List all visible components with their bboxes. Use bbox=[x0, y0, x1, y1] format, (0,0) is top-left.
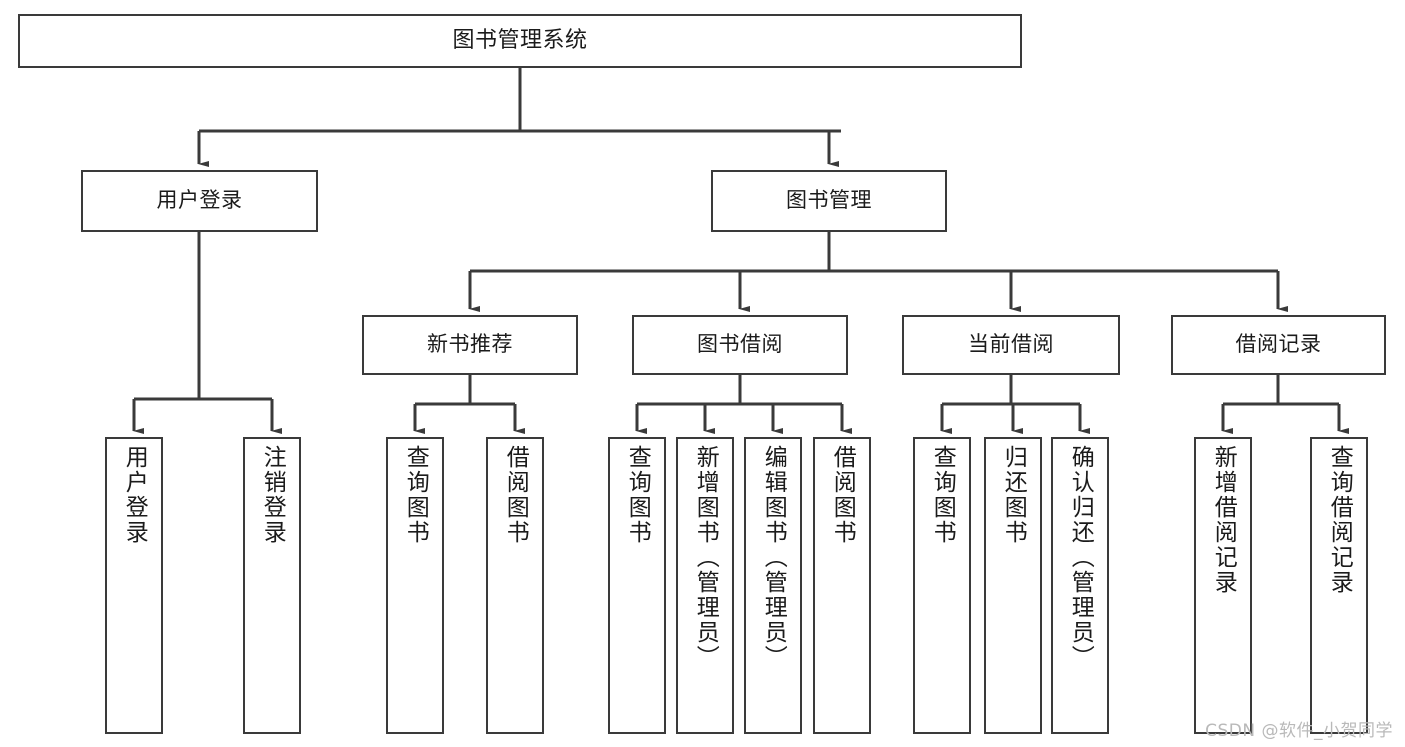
node-leaf-borrow-book-1[interactable]: 借阅图书 bbox=[486, 437, 544, 734]
node-new-book-recommend[interactable]: 新书推荐 bbox=[362, 315, 578, 375]
node-leaf-edit-book-label: 编辑图书（管理员） bbox=[760, 445, 787, 670]
node-leaf-query-record[interactable]: 查询借阅记录 bbox=[1310, 437, 1368, 734]
node-leaf-return-book-label: 归还图书 bbox=[1000, 445, 1027, 545]
node-leaf-logout-login[interactable]: 注销登录 bbox=[243, 437, 301, 734]
node-leaf-add-book[interactable]: 新增图书（管理员） bbox=[676, 437, 734, 734]
node-leaf-query-book-3-label: 查询图书 bbox=[929, 445, 956, 545]
node-leaf-query-book-1-label: 查询图书 bbox=[402, 445, 429, 545]
node-borrow-record[interactable]: 借阅记录 bbox=[1171, 315, 1386, 375]
node-root-label: 图书管理系统 bbox=[452, 27, 588, 53]
node-leaf-add-book-label: 新增图书（管理员） bbox=[692, 445, 719, 670]
node-leaf-query-book-2-label: 查询图书 bbox=[624, 445, 651, 545]
node-current-borrow-label: 当前借阅 bbox=[968, 332, 1054, 357]
node-book-borrow-label: 图书借阅 bbox=[697, 332, 783, 357]
node-leaf-borrow-book-2-label: 借阅图书 bbox=[829, 445, 856, 545]
node-leaf-borrow-book-1-label: 借阅图书 bbox=[502, 445, 529, 545]
node-book-manage-label: 图书管理 bbox=[786, 188, 872, 213]
node-leaf-query-book-3[interactable]: 查询图书 bbox=[913, 437, 971, 734]
node-user-login[interactable]: 用户登录 bbox=[81, 170, 318, 232]
node-leaf-add-record[interactable]: 新增借阅记录 bbox=[1194, 437, 1252, 734]
node-new-book-recommend-label: 新书推荐 bbox=[427, 332, 513, 357]
node-leaf-confirm-return[interactable]: 确认归还（管理员） bbox=[1051, 437, 1109, 734]
node-root[interactable]: 图书管理系统 bbox=[18, 14, 1022, 68]
node-leaf-add-record-label: 新增借阅记录 bbox=[1210, 445, 1237, 595]
node-leaf-confirm-return-label: 确认归还（管理员） bbox=[1067, 445, 1094, 670]
node-leaf-return-book[interactable]: 归还图书 bbox=[984, 437, 1042, 734]
node-leaf-user-login-label: 用户登录 bbox=[121, 445, 148, 545]
node-leaf-borrow-book-2[interactable]: 借阅图书 bbox=[813, 437, 871, 734]
node-leaf-edit-book[interactable]: 编辑图书（管理员） bbox=[744, 437, 802, 734]
node-borrow-record-label: 借阅记录 bbox=[1235, 332, 1322, 357]
node-book-borrow[interactable]: 图书借阅 bbox=[632, 315, 848, 375]
node-leaf-user-login[interactable]: 用户登录 bbox=[105, 437, 163, 734]
watermark: CSDN @软件_小贺同学 bbox=[1205, 721, 1393, 741]
node-user-login-label: 用户登录 bbox=[156, 188, 243, 213]
node-leaf-query-record-label: 查询借阅记录 bbox=[1326, 445, 1353, 595]
node-book-manage[interactable]: 图书管理 bbox=[711, 170, 947, 232]
node-leaf-query-book-2[interactable]: 查询图书 bbox=[608, 437, 666, 734]
node-leaf-query-book-1[interactable]: 查询图书 bbox=[386, 437, 444, 734]
node-leaf-logout-login-label: 注销登录 bbox=[259, 445, 286, 545]
node-current-borrow[interactable]: 当前借阅 bbox=[902, 315, 1120, 375]
